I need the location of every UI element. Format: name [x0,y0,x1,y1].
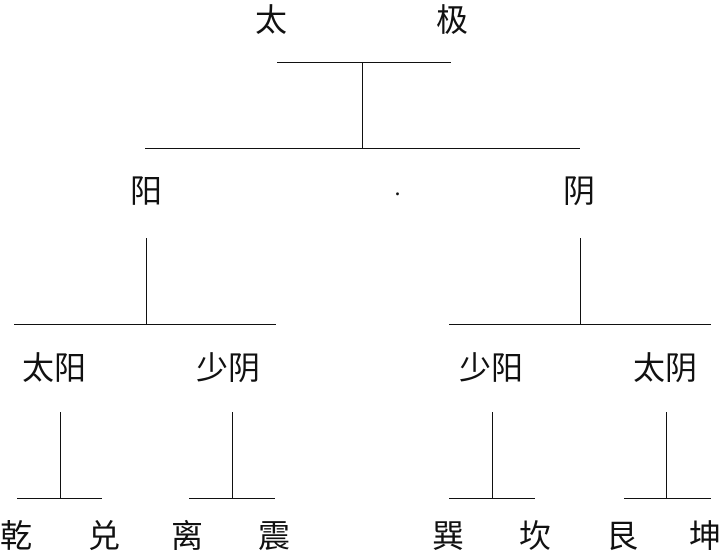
yin-bar [449,324,711,325]
trigram-zhen: 震 [258,517,291,555]
shao-yin-stem [232,412,233,498]
tai-yang-stem [60,412,61,498]
root-stem [362,62,363,148]
trigram-dui: 兑 [88,517,121,555]
shao-yang-bar [449,498,535,499]
trigram-qian: 乾 [0,517,33,555]
shao-yin-bar [189,498,275,499]
root-bar [277,62,451,63]
trigram-xun: 巽 [432,517,465,555]
shao-yang-stem [492,412,493,498]
trigram-gen: 艮 [606,517,639,555]
center-dot: . [394,176,401,201]
level1-bar [145,148,580,149]
root-label-ji: 极 [436,1,469,39]
root-label-tai: 太 [255,1,288,39]
trigram-li: 离 [171,517,204,555]
tai-yin-stem [666,412,667,498]
level1-yang: 阳 [130,172,163,210]
trigram-kun: 坤 [689,517,722,555]
level2-shao-yin: 少阴 [196,349,261,387]
level1-yin: 阴 [563,172,596,210]
level2-shao-yang: 少阳 [459,349,524,387]
level2-tai-yin: 太阴 [633,349,698,387]
trigram-kan: 坎 [519,517,552,555]
level2-tai-yang: 太阳 [22,349,87,387]
tai-yin-bar [624,498,711,499]
yang-stem [146,238,147,324]
yin-stem [580,238,581,324]
yang-bar [14,324,276,325]
tai-yang-bar [17,498,102,499]
